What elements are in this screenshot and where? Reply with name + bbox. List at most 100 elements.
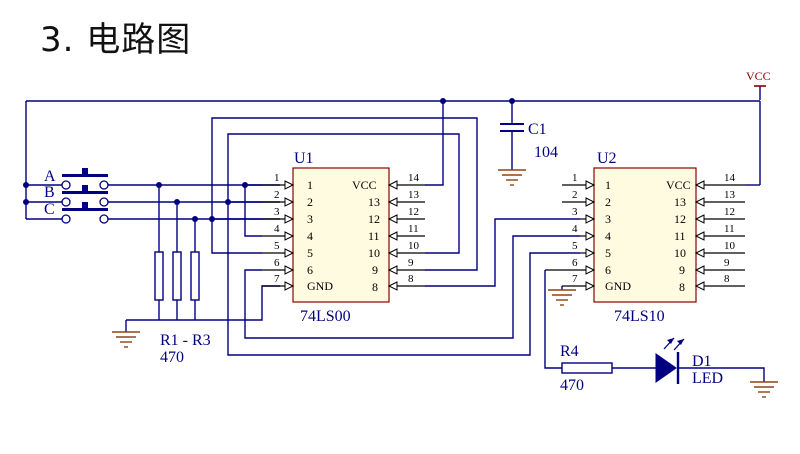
u1-vcc-label: VCC <box>352 178 377 192</box>
u1-name: U1 <box>294 150 314 167</box>
led-type: LED <box>692 370 723 387</box>
svg-text:4: 4 <box>274 223 280 235</box>
svg-text:1: 1 <box>605 178 611 192</box>
svg-text:12: 12 <box>368 212 380 226</box>
switch-inputs <box>23 168 109 224</box>
page-title: 3. 电路图 <box>40 20 192 60</box>
svg-text:1: 1 <box>572 172 578 184</box>
u1-chip <box>292 167 390 303</box>
svg-text:9: 9 <box>408 257 414 269</box>
svg-text:6: 6 <box>605 263 611 277</box>
svg-text:4: 4 <box>307 229 313 243</box>
pin-arrow <box>585 248 596 258</box>
vcc-label: VCC <box>746 69 771 83</box>
svg-text:3: 3 <box>274 206 280 218</box>
svg-text:5: 5 <box>274 240 280 252</box>
svg-text:6: 6 <box>274 257 280 269</box>
svg-text:13: 13 <box>674 195 686 209</box>
svg-text:6: 6 <box>572 257 578 269</box>
pin-arrow <box>694 214 705 224</box>
pin-arrow <box>694 265 705 275</box>
r4-value: 470 <box>560 377 584 394</box>
u2-part: 74LS10 <box>614 308 665 325</box>
svg-text:3: 3 <box>605 212 611 226</box>
led-diode <box>655 337 685 384</box>
pin-arrow <box>694 248 705 258</box>
svg-text:11: 11 <box>674 229 686 243</box>
switch-b-label: B <box>44 184 55 201</box>
svg-text:8: 8 <box>408 273 414 285</box>
u1-out-wire <box>425 218 580 287</box>
r4-resistor <box>561 362 613 374</box>
svg-text:6: 6 <box>307 263 313 277</box>
u1-out-wire <box>227 202 580 356</box>
svg-text:12: 12 <box>674 212 686 226</box>
u2-chip <box>593 167 697 303</box>
svg-text:8: 8 <box>679 280 685 294</box>
pin-arrow <box>284 197 295 207</box>
led-gnd-wire <box>678 367 765 382</box>
pin-arrow <box>387 197 398 207</box>
u1-gnd-label: GND <box>307 279 333 293</box>
pin-arrow <box>387 214 398 224</box>
led-name: D1 <box>692 353 712 370</box>
u1-inner-labels: 1 2 3 4 5 6 13 12 11 10 9 8 <box>307 178 380 294</box>
u1-out-wire <box>244 235 580 339</box>
svg-text:7: 7 <box>274 273 280 285</box>
pin-arrow <box>284 180 295 190</box>
svg-text:7: 7 <box>572 273 578 285</box>
u1-pin-numbers: 1 2 3 4 5 6 7 14 13 12 11 10 9 8 <box>274 172 420 285</box>
svg-text:4: 4 <box>605 229 611 243</box>
ground-symbol <box>548 289 576 306</box>
pin-arrow <box>284 248 295 258</box>
pin-arrow <box>387 248 398 258</box>
svg-text:5: 5 <box>605 246 611 260</box>
svg-text:13: 13 <box>368 195 380 209</box>
u1-loop-wire <box>211 117 478 271</box>
svg-text:10: 10 <box>724 240 736 252</box>
pin-arrow <box>284 265 295 275</box>
pin-arrow <box>284 281 295 291</box>
svg-text:1: 1 <box>307 178 313 192</box>
resistors-value: 470 <box>160 349 184 366</box>
c1-name: C1 <box>528 121 547 138</box>
svg-text:2: 2 <box>274 189 280 201</box>
u2-pin-numbers: 1 2 3 4 5 6 7 14 13 12 11 10 9 8 <box>572 172 736 285</box>
pin-arrow <box>694 231 705 241</box>
u1-loop-wire <box>227 133 460 254</box>
svg-text:11: 11 <box>724 223 735 235</box>
svg-text:2: 2 <box>605 195 611 209</box>
svg-text:2: 2 <box>572 189 578 201</box>
pin-arrow <box>694 180 705 190</box>
svg-text:3: 3 <box>307 212 313 226</box>
svg-text:12: 12 <box>724 206 735 218</box>
u2-inner-labels: 1 2 3 4 5 6 13 12 11 10 9 8 <box>605 178 686 294</box>
svg-text:10: 10 <box>408 240 420 252</box>
ground-symbol <box>750 381 778 398</box>
svg-text:11: 11 <box>408 223 419 235</box>
svg-text:10: 10 <box>674 246 686 260</box>
pin-arrow <box>387 231 398 241</box>
svg-text:8: 8 <box>724 273 730 285</box>
u2-vcc-label: VCC <box>666 178 691 192</box>
pin-arrow <box>284 214 295 224</box>
pin-arrow <box>694 281 705 291</box>
svg-text:9: 9 <box>679 263 685 277</box>
ground-symbol <box>112 331 140 348</box>
pin-arrow <box>585 197 596 207</box>
svg-text:5: 5 <box>572 240 578 252</box>
svg-text:11: 11 <box>368 229 380 243</box>
pin-arrow <box>585 214 596 224</box>
svg-text:12: 12 <box>408 206 419 218</box>
r4-name: R4 <box>560 343 579 360</box>
svg-text:10: 10 <box>368 246 380 260</box>
pin-arrow <box>387 281 398 291</box>
pin-arrow <box>284 231 295 241</box>
svg-text:14: 14 <box>724 172 736 184</box>
svg-text:4: 4 <box>572 223 578 235</box>
u2-gnd-label: GND <box>605 279 631 293</box>
u1-wire <box>244 185 262 237</box>
switch-a-label: A <box>44 168 56 185</box>
switch-c-label: C <box>44 201 55 218</box>
pin-arrow <box>694 197 705 207</box>
